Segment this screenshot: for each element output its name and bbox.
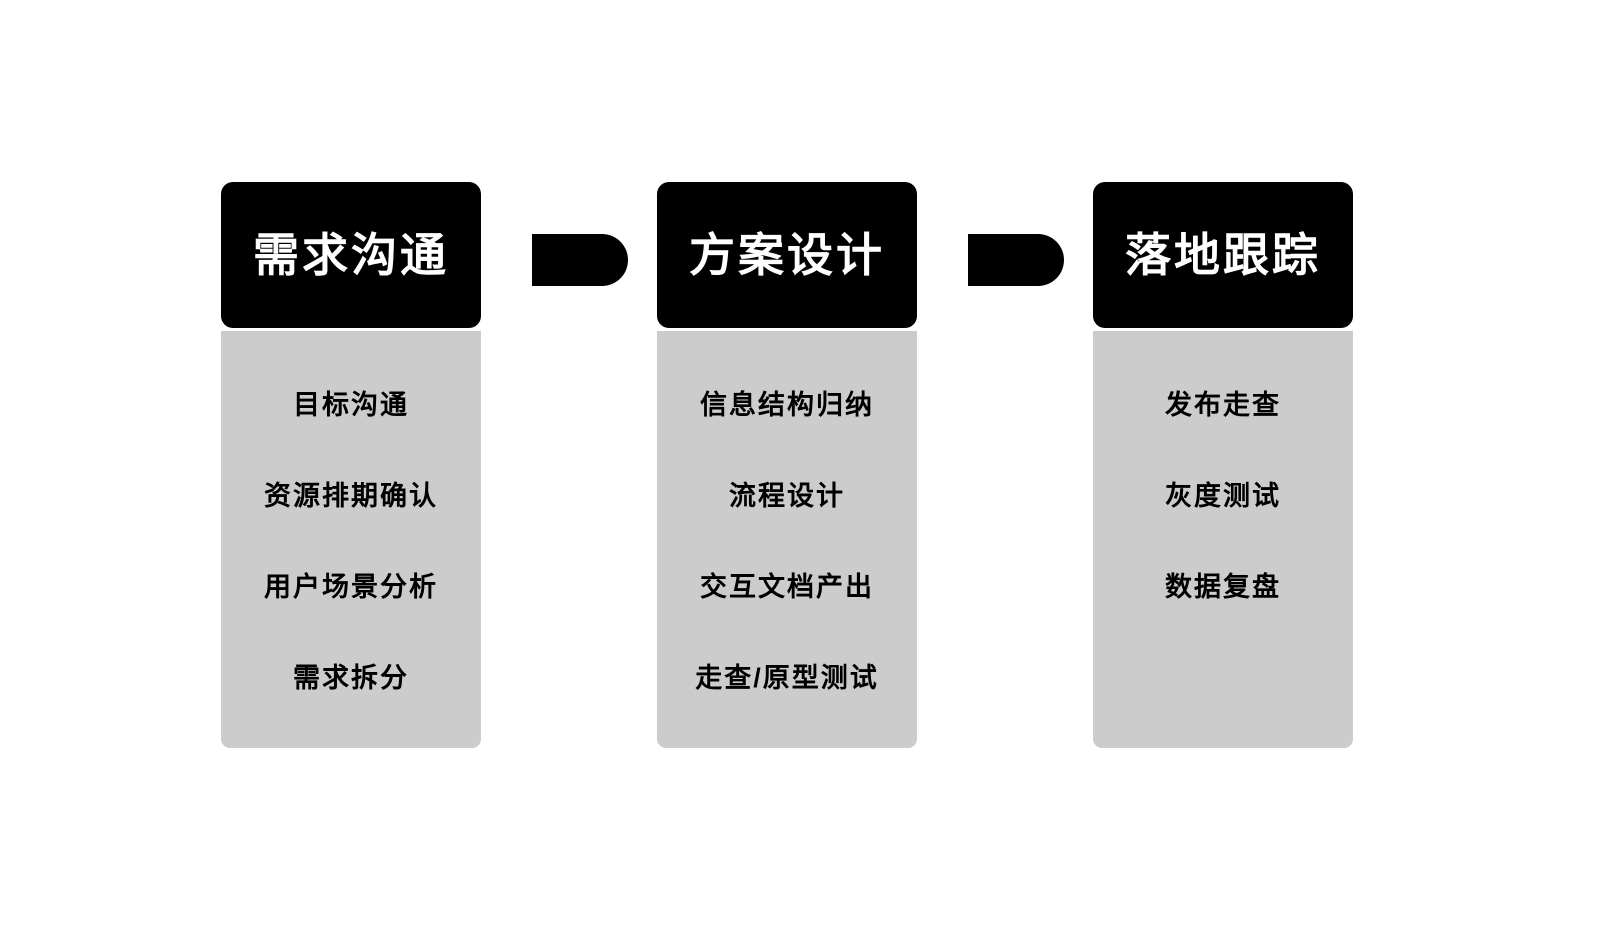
stage-header-label-1: 需求沟通 (253, 229, 449, 281)
stage-body-1: 目标沟通 资源排期确认 用户场景分析 需求拆分 (221, 331, 481, 748)
stage-task: 需求拆分 (293, 663, 409, 693)
stage-task: 灰度测试 (1165, 481, 1281, 511)
stage-body-2: 信息结构归纳 流程设计 交互文档产出 走查/原型测试 (657, 331, 917, 748)
stage-task: 信息结构归纳 (700, 390, 874, 420)
stage-column-1: 需求沟通 目标沟通 资源排期确认 用户场景分析 需求拆分 (221, 182, 481, 748)
arrow-right-icon (968, 234, 1064, 286)
stage-header-3: 落地跟踪 (1093, 182, 1353, 328)
stage-task: 发布走查 (1165, 390, 1281, 420)
stage-column-3: 落地跟踪 发布走查 灰度测试 数据复盘 (1093, 182, 1353, 748)
stage-task: 目标沟通 (293, 390, 409, 420)
stage-task: 数据复盘 (1165, 572, 1281, 602)
stage-header-1: 需求沟通 (221, 182, 481, 328)
stage-header-label-2: 方案设计 (689, 229, 885, 281)
stage-task: 资源排期确认 (264, 481, 438, 511)
stage-task: 用户场景分析 (264, 572, 438, 602)
stage-header-2: 方案设计 (657, 182, 917, 328)
stage-header-label-3: 落地跟踪 (1125, 229, 1321, 281)
stage-column-2: 方案设计 信息结构归纳 流程设计 交互文档产出 走查/原型测试 (657, 182, 917, 748)
arrow-right-icon (532, 234, 628, 286)
stage-body-3: 发布走查 灰度测试 数据复盘 (1093, 331, 1353, 748)
stage-task: 走查/原型测试 (695, 663, 879, 693)
stage-task: 交互文档产出 (700, 572, 874, 602)
stage-task: 流程设计 (729, 481, 845, 511)
